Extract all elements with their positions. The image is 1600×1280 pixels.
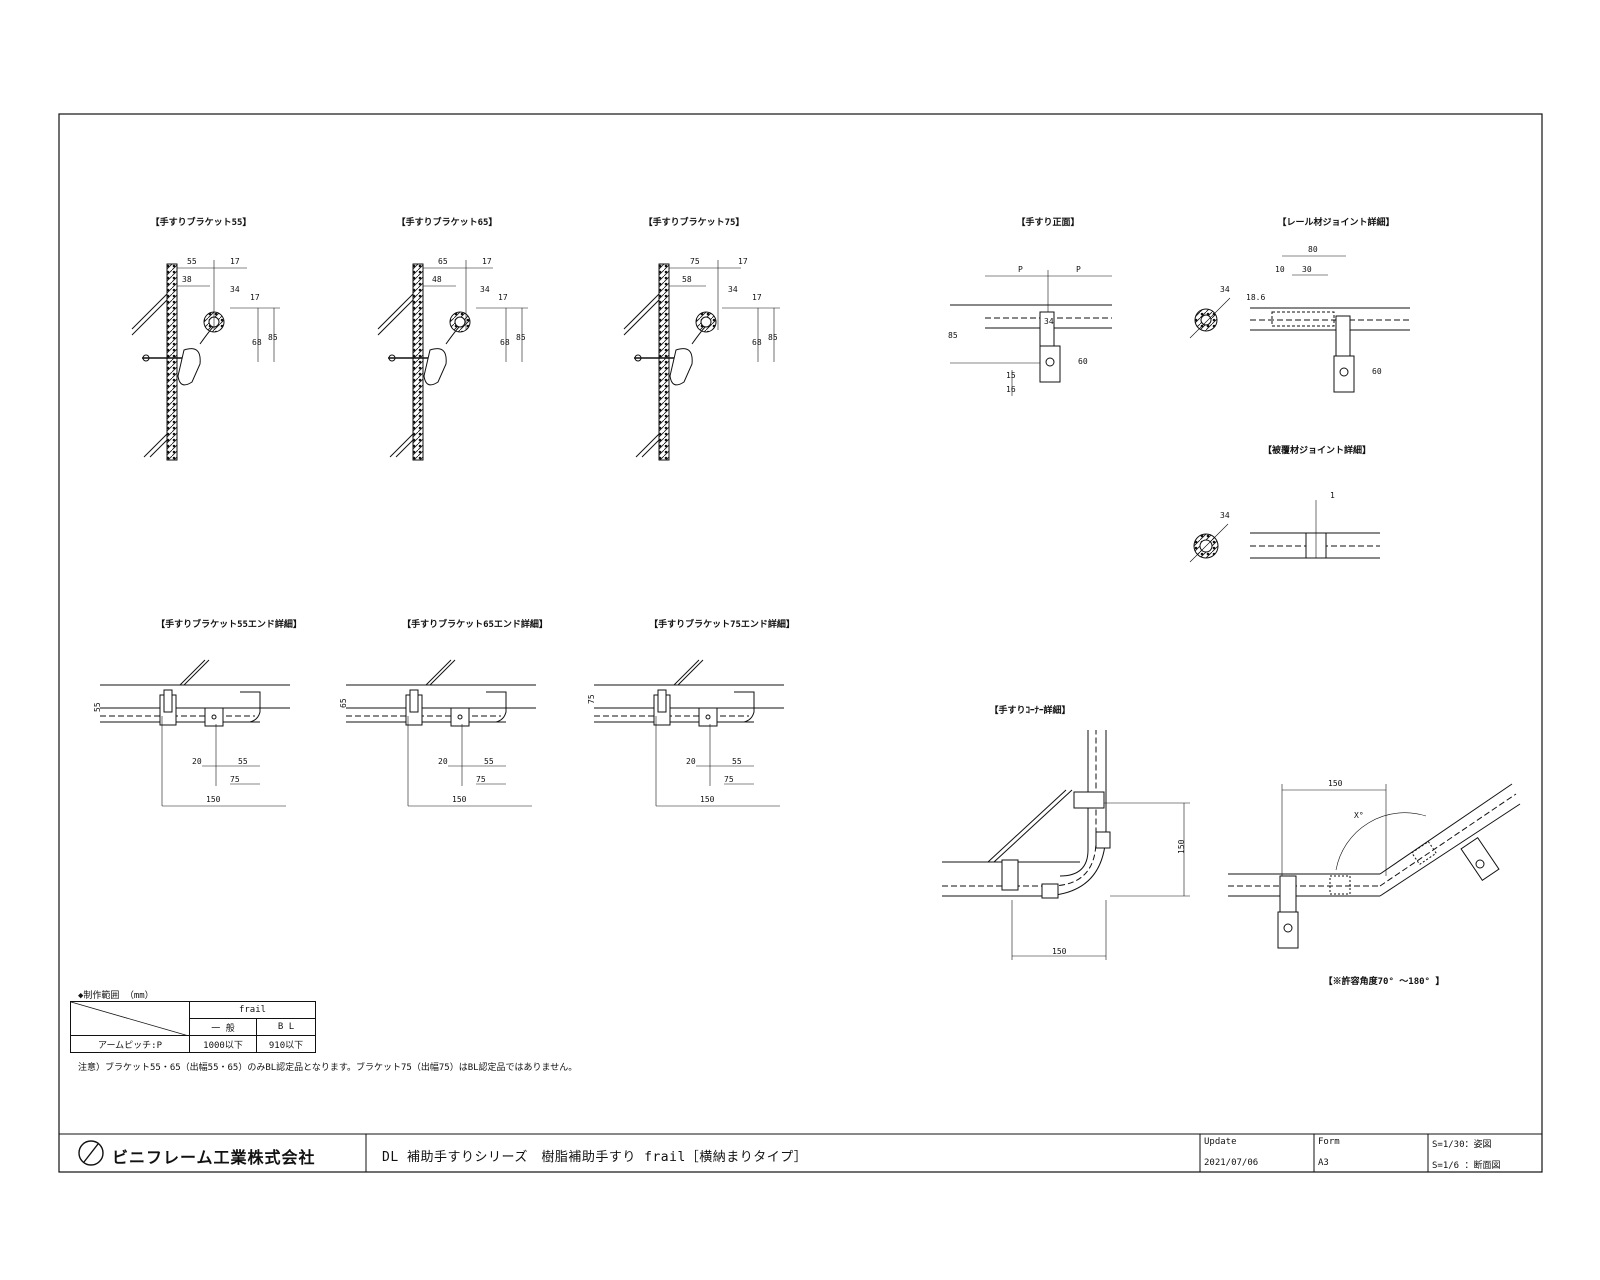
dim-e55-b: 55: [238, 757, 248, 766]
dim-rail-dia: 34: [1220, 285, 1230, 294]
range-col-2: B L: [256, 1018, 316, 1036]
bracket-75-section: [623, 263, 717, 461]
dim-e65-d: 150: [452, 795, 467, 804]
dim-rail-b: 30: [1302, 265, 1312, 274]
range-row-label: アームピッチ:P: [70, 1035, 190, 1053]
label-rail-joint: 【レール材ジョイント詳細】: [1277, 218, 1395, 228]
range-table: frail 一 般 B L アームピッチ:P 1000以下 910以下: [70, 1001, 316, 1053]
range-col-group: frail: [189, 1001, 316, 1019]
label-angle-note: 【※許容角度70° ～180° 】: [1323, 977, 1445, 987]
label-bracket-65: 【手すりブラケット65】: [396, 218, 498, 228]
dim-corner-angle: X°: [1354, 811, 1364, 820]
dim-b65-4: 34: [480, 285, 490, 294]
dim-front-c: 60: [1078, 357, 1088, 366]
dim-rail-a: 10: [1275, 265, 1285, 274]
dim-front-p1: P: [1018, 265, 1023, 274]
dim-b75-6: 68: [752, 338, 762, 347]
range-table-title: ◆制作範囲 （mm）: [78, 991, 154, 1001]
company-name: ビニフレーム工業株式会社: [112, 1148, 316, 1167]
range-col-1: 一 般: [189, 1018, 257, 1036]
range-table-corner: [70, 1001, 190, 1036]
dim-b75-3: 58: [682, 275, 692, 284]
dim-front-p2: P: [1076, 265, 1081, 274]
scale-line-1: S=1/30：姿図: [1432, 1140, 1492, 1150]
label-bracket-55: 【手すりブラケット55】: [150, 218, 252, 228]
scale-line-2: S=1/6 ：断面図: [1432, 1161, 1501, 1171]
dim-front-dia: 34: [1044, 317, 1054, 326]
dim-e75-c: 75: [724, 775, 734, 784]
dim-e75-b: 55: [732, 757, 742, 766]
dim-cover-gap: 1: [1330, 491, 1335, 500]
dim-b65-6: 68: [500, 338, 510, 347]
form-value: A3: [1318, 1158, 1329, 1168]
dim-front-h: 85: [948, 331, 958, 340]
dim-b55-1: 55: [187, 257, 197, 266]
dim-b75-1: 75: [690, 257, 700, 266]
dim-b55-2: 17: [230, 257, 240, 266]
dim-b55-5: 17: [250, 293, 260, 302]
dim-e75-d: 150: [700, 795, 715, 804]
dim-corner-v: 150: [1177, 839, 1186, 854]
dim-front-b: 15: [1006, 371, 1016, 380]
dim-e65-c: 75: [476, 775, 486, 784]
label-front: 【手すり正面】: [1016, 218, 1080, 228]
dim-b75-2: 17: [738, 257, 748, 266]
dim-e75-h: 75: [587, 694, 596, 704]
handrail-front-view: [950, 270, 1112, 396]
dim-rail-w: 80: [1308, 245, 1318, 254]
update-value: 2021/07/06: [1204, 1158, 1259, 1168]
rail-joint-detail: [1189, 255, 1410, 393]
dim-b75-5: 17: [752, 293, 762, 302]
bracket-55-section: [131, 263, 225, 461]
range-val-1: 1000以下: [189, 1035, 257, 1053]
cover-joint-detail: [1189, 500, 1380, 563]
dim-b55-7: 85: [268, 333, 278, 342]
dim-b65-3: 48: [432, 275, 442, 284]
range-val-2: 910以下: [256, 1035, 316, 1053]
bracket-65-section: [377, 263, 471, 461]
dim-b75-7: 85: [768, 333, 778, 342]
dim-b75-4: 34: [728, 285, 738, 294]
corner-detail-90: [942, 730, 1190, 960]
dim-corner-w: 150: [1328, 779, 1343, 788]
dim-b55-6: 68: [252, 338, 262, 347]
dim-cover-dia: 34: [1220, 511, 1230, 520]
update-label: Update: [1204, 1137, 1237, 1147]
dim-e65-h: 65: [339, 698, 348, 708]
label-end-75: 【手すりブラケット75エンド詳細】: [649, 620, 795, 630]
dim-front-a: 16: [1006, 385, 1016, 394]
dim-corner-h: 150: [1052, 947, 1067, 956]
dim-e55-c: 75: [230, 775, 240, 784]
end-55-detail: [99, 659, 291, 807]
dim-e55-a: 20: [192, 757, 202, 766]
label-end-55: 【手すりブラケット55エンド詳細】: [156, 620, 302, 630]
dim-b55-3: 38: [182, 275, 192, 284]
corner-detail-angled: [1228, 783, 1521, 949]
bl-note: 注意）ブラケット55・65（出幅55・65）のみBL認定品となります。ブラケット…: [78, 1063, 578, 1073]
dim-b55-4: 34: [230, 285, 240, 294]
end-75-detail: [593, 659, 785, 807]
label-corner: 【手すりｺｰﾅｰ詳細】: [989, 706, 1071, 716]
end-65-detail: [345, 659, 537, 807]
dim-e55-d: 150: [206, 795, 221, 804]
dim-b65-1: 65: [438, 257, 448, 266]
dim-rail-c: 18.6: [1246, 293, 1265, 302]
dim-rail-h: 60: [1372, 367, 1382, 376]
dim-e55-h: 55: [93, 702, 102, 712]
dim-b65-2: 17: [482, 257, 492, 266]
dim-e75-a: 20: [686, 757, 696, 766]
dim-e65-b: 55: [484, 757, 494, 766]
label-end-65: 【手すりブラケット65エンド詳細】: [402, 620, 548, 630]
label-cover-joint: 【被覆材ジョイント詳細】: [1262, 446, 1372, 456]
dim-b65-5: 17: [498, 293, 508, 302]
dim-e65-a: 20: [438, 757, 448, 766]
label-bracket-75: 【手すりブラケット75】: [643, 218, 745, 228]
dim-b65-7: 85: [516, 333, 526, 342]
form-label: Form: [1318, 1137, 1340, 1147]
drawing-title: DL 補助手すりシリーズ 樹脂補助手すり frail［横納まりタイプ］: [382, 1150, 808, 1165]
